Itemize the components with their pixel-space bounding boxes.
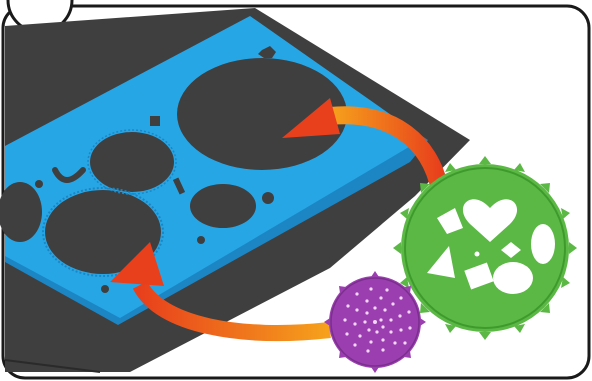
gear-dot-cutout — [475, 252, 480, 257]
small-gear — [324, 271, 426, 373]
large-gear — [393, 156, 577, 340]
template-shape-dot-e — [182, 93, 190, 101]
template-hole-left-edge — [0, 182, 42, 242]
template-shape-dot-c — [197, 236, 205, 244]
template-hole-small-right — [190, 184, 256, 228]
template-shape-dot-b — [262, 192, 274, 204]
gear-oval-cutout — [531, 224, 555, 264]
template-shape-dot-d — [101, 285, 109, 293]
template-shape-square — [150, 116, 160, 126]
template-shape-dot-a — [35, 180, 43, 188]
template-hole-upper-mid — [90, 132, 174, 192]
gear-circle-cutout — [493, 262, 533, 294]
